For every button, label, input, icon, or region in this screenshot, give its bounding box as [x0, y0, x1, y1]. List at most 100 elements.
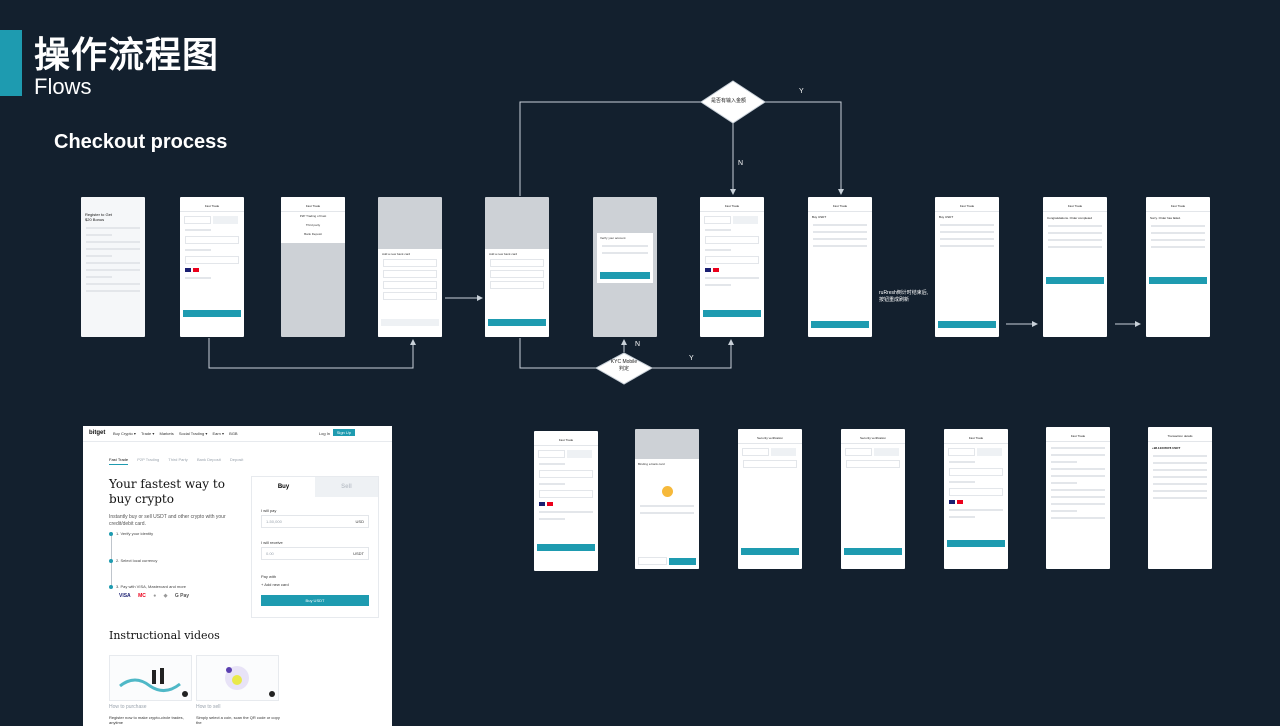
option-p2p[interactable]: P2P Trading of Fast: [299, 214, 327, 218]
next-button[interactable]: [741, 548, 799, 555]
option-bank-deposit[interactable]: Bank Deposit: [304, 232, 322, 236]
web-checkout-page: bitget Buy Crypto ▾ Trade ▾ Markets Soci…: [83, 426, 392, 726]
failed-title: Sorry. Order has failed.: [1150, 216, 1181, 220]
screen-header: Fast Trade: [281, 202, 345, 212]
warning-icon: [661, 486, 673, 497]
refresh-button[interactable]: [938, 321, 996, 328]
receive-currency-select[interactable]: USDT: [353, 551, 364, 556]
buy-usdt-button[interactable]: [703, 310, 761, 317]
screen-order-refresh[interactable]: Fast Trade Buy USDT: [935, 197, 999, 337]
video-caption-purchase: How to purchase: [109, 704, 147, 710]
add-button[interactable]: [488, 319, 546, 326]
tab-third-party[interactable]: Third Party: [168, 457, 188, 462]
web-navbar: bitget Buy Crypto ▾ Trade ▾ Markets Soci…: [83, 426, 392, 442]
confirm-button[interactable]: [811, 321, 869, 328]
video-caption-sell: How to sell: [196, 704, 221, 710]
pay-currency-select[interactable]: USD: [355, 519, 364, 524]
payment-logos: VISA MC ● ◆ G Pay: [119, 593, 195, 599]
screen-header: Fast Trade: [1043, 202, 1107, 212]
nav-trade[interactable]: Trade ▾: [140, 431, 155, 436]
screen-verify-account[interactable]: Verify your account: [593, 197, 657, 337]
screen-bind-card-confirm[interactable]: Binding a bank card: [635, 429, 699, 569]
receive-amount-input[interactable]: 0.00 USDT: [261, 547, 369, 560]
tab-bank-deposit[interactable]: Bank Deposit: [196, 457, 221, 462]
screen-add-card-sheet[interactable]: Add a new bank card: [378, 197, 442, 337]
pay-icon-diamond: ◆: [163, 593, 168, 599]
buy-usdt-button[interactable]: Buy USDT: [261, 595, 369, 606]
screen-home: Register to Get $20 Bonus: [81, 197, 145, 337]
connector-line: [519, 338, 597, 369]
screen-header: Fast Trade: [1146, 202, 1210, 212]
screen-header: Fast Trade: [944, 434, 1008, 444]
screen-header: Security verification: [738, 434, 802, 444]
buy-usdt-button[interactable]: [183, 310, 241, 317]
nav-markets[interactable]: Markets: [159, 431, 174, 436]
connector-line: [519, 101, 703, 196]
confirm-button[interactable]: [669, 558, 696, 565]
connector-line: [651, 339, 734, 369]
pay-label: I will pay: [261, 508, 277, 513]
screen-header: Fast Trade: [808, 202, 872, 212]
screen-fast-trade-filled[interactable]: Fast Trade: [700, 197, 764, 337]
pay-amount-input[interactable]: 1-50,000 USD: [261, 515, 369, 528]
video-card-sell[interactable]: [196, 655, 279, 701]
screen-security-verification[interactable]: Security verification: [738, 429, 802, 569]
screen-payment-method[interactable]: Fast Trade P2P Trading of Fast Third par…: [281, 197, 345, 337]
view-order-button[interactable]: [1046, 277, 1104, 284]
nav-bgb[interactable]: BGB: [229, 431, 238, 436]
title-accent-bar: [0, 30, 22, 96]
brand-logo[interactable]: bitget: [89, 430, 106, 436]
screen-transaction-details: Transaction details +98.12345678 USDT: [1148, 427, 1212, 569]
tab-fast-trade[interactable]: Fast Trade: [109, 457, 129, 465]
label-yes: Y: [689, 355, 694, 362]
screen-order-confirm[interactable]: Fast Trade Buy USDT: [808, 197, 872, 337]
play-icon[interactable]: [269, 691, 275, 697]
screen-fast-trade-card[interactable]: Fast Trade: [534, 431, 598, 571]
tab-sell[interactable]: Sell: [315, 477, 378, 497]
step-1: 1. Verify your identity: [109, 531, 153, 536]
next-button[interactable]: [844, 548, 902, 555]
hero-description: Instantly buy or sell USDT and other cry…: [109, 514, 226, 527]
cancel-button[interactable]: [638, 557, 667, 565]
sheet-title: Verify your account: [600, 236, 626, 240]
buy-panel: Buy Sell I will pay 1-50,000 USD I will …: [251, 476, 379, 618]
hero-title: Your fastest way to buy crypto: [109, 477, 225, 506]
screen-security-verification-2[interactable]: Security verification: [841, 429, 905, 569]
ok-button[interactable]: [600, 272, 650, 279]
tab-p2p-trading[interactable]: P2P Trading: [137, 457, 160, 462]
label-no: N: [635, 341, 641, 348]
buy-usdt-button[interactable]: [947, 540, 1005, 547]
sheet-title: Add a new bank card: [382, 252, 411, 256]
video-desc-sell: Simply select a coin, scan the QR code o…: [196, 715, 280, 725]
screen-order-complete[interactable]: Fast Trade Congratulations. Order comple…: [1043, 197, 1107, 337]
nav-earn[interactable]: Earn ▾: [212, 431, 225, 436]
nav-social-trading[interactable]: Social Trading ▾: [178, 431, 208, 436]
pay-icon-circle: ●: [153, 593, 157, 599]
option-third-party[interactable]: Third party: [305, 223, 321, 227]
video-card-purchase[interactable]: [109, 655, 192, 701]
screen-fast-trade-bound[interactable]: Fast Trade: [944, 429, 1008, 569]
login-link[interactable]: Log In: [318, 431, 330, 436]
play-icon[interactable]: [182, 691, 188, 697]
buy-usdt-button[interactable]: [537, 544, 595, 551]
screen-add-bank-card[interactable]: Add a new bank card: [485, 197, 549, 337]
signup-button[interactable]: Sign Up: [332, 429, 355, 436]
nav-buy-crypto[interactable]: Buy Crypto ▾: [113, 431, 136, 436]
order-title: Buy USDT: [939, 215, 954, 219]
screen-order-detail: Fast Trade: [1046, 427, 1110, 569]
screen-header: Fast Trade: [180, 202, 244, 212]
add-card-link[interactable]: + Add new card: [261, 582, 289, 587]
decision-kyc-label: KYC Mobile 判定: [610, 359, 638, 372]
tab-buy[interactable]: Buy: [277, 484, 290, 490]
place-another-order-button[interactable]: [1149, 277, 1207, 284]
decision-kyc-diamond: [594, 352, 654, 385]
purchase-illustration: [119, 668, 181, 692]
receive-label: I will receive: [261, 540, 283, 545]
visa-icon: VISA: [119, 593, 131, 599]
screen-header: Transaction details: [1148, 432, 1212, 442]
screen-order-failed[interactable]: Fast Trade Sorry. Order has failed.: [1146, 197, 1210, 337]
page-title: 操作流程图: [34, 35, 220, 76]
tab-deposit[interactable]: Deposit: [229, 457, 244, 462]
screen-fast-trade[interactable]: Fast Trade: [180, 197, 244, 337]
